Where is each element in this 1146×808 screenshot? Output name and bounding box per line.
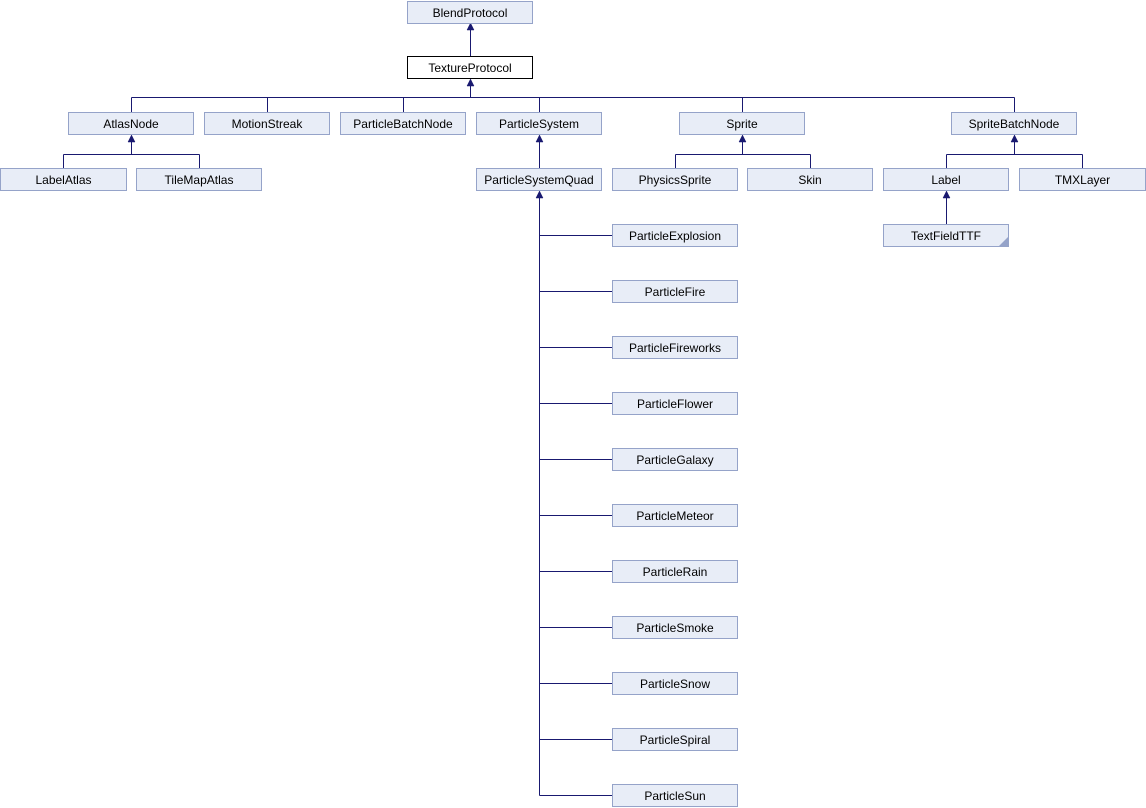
arrowhead-icon xyxy=(942,190,951,199)
class-node-label: ParticleSun xyxy=(644,788,706,803)
class-node-particlesystem[interactable]: ParticleSystem xyxy=(476,112,602,135)
class-node-motionstreak[interactable]: MotionStreak xyxy=(204,112,330,135)
arrowhead-icon xyxy=(535,190,544,199)
class-node-particlesun[interactable]: ParticleSun xyxy=(612,784,738,807)
class-node-particlesnow[interactable]: ParticleSnow xyxy=(612,672,738,695)
class-node-labelatlas[interactable]: LabelAtlas xyxy=(0,168,127,191)
edge-textureprotocol-blendprotocol xyxy=(466,22,475,56)
class-node-label: ParticleExplosion xyxy=(628,228,722,243)
class-node-label: ParticleFire xyxy=(644,284,706,299)
class-node-particleexplosion[interactable]: ParticleExplosion xyxy=(612,224,738,247)
class-node-label: ParticleFlower xyxy=(636,396,714,411)
class-node-label: TileMapAtlas xyxy=(164,172,234,187)
class-node-label: LabelAtlas xyxy=(35,172,92,187)
edge-spritebatchnode-children xyxy=(946,134,1083,168)
class-node-label: ParticleSnow xyxy=(639,676,711,691)
arrowhead-icon xyxy=(466,78,475,87)
class-node-atlasnode[interactable]: AtlasNode xyxy=(68,112,194,135)
edge-atlasnode-children xyxy=(63,134,200,168)
class-node-label: AtlasNode xyxy=(103,116,159,131)
arrowhead-icon xyxy=(127,134,136,143)
class-node-particlefire[interactable]: ParticleFire xyxy=(612,280,738,303)
class-node-skin[interactable]: Skin xyxy=(747,168,873,191)
class-node-label: ParticleBatchNode xyxy=(353,116,453,131)
class-node-label: Label xyxy=(931,172,961,187)
class-node-label: ParticleSmoke xyxy=(636,620,714,635)
class-node-textfieldttf[interactable]: TextFieldTTF xyxy=(883,224,1009,247)
class-node-label: Sprite xyxy=(726,116,758,131)
class-node-label: Skin xyxy=(798,172,822,187)
arrowhead-icon xyxy=(738,134,747,143)
class-node-label: SpriteBatchNode xyxy=(968,116,1060,131)
class-node-spritebatchnode[interactable]: SpriteBatchNode xyxy=(951,112,1077,135)
edge-particlesystem-particlesystemquad xyxy=(535,134,544,168)
class-node-label: ParticleSystem xyxy=(498,116,580,131)
class-node-label: ParticleMeteor xyxy=(636,508,714,523)
class-node-particlemeteor[interactable]: ParticleMeteor xyxy=(612,504,738,527)
class-node-particlesystemquad[interactable]: ParticleSystemQuad xyxy=(476,168,602,191)
class-node-blendprotocol[interactable]: BlendProtocol xyxy=(407,1,533,24)
class-node-tmxlayer[interactable]: TMXLayer xyxy=(1019,168,1146,191)
class-node-textureprotocol: TextureProtocol xyxy=(407,56,533,79)
class-node-label[interactable]: Label xyxy=(883,168,1009,191)
class-node-label: ParticleFireworks xyxy=(628,340,721,355)
arrowhead-icon xyxy=(466,22,475,31)
edge-textureprotocol-children-bus xyxy=(131,78,1015,112)
class-node-label: ParticleGalaxy xyxy=(636,452,714,467)
class-node-tilemapatlas[interactable]: TileMapAtlas xyxy=(136,168,262,191)
class-node-label: TMXLayer xyxy=(1054,172,1111,187)
edge-sprite-children xyxy=(675,134,811,168)
class-node-label: ParticleSpiral xyxy=(639,732,711,747)
class-node-label: PhysicsSprite xyxy=(638,172,712,187)
class-node-label: BlendProtocol xyxy=(432,5,508,20)
class-node-particleflower[interactable]: ParticleFlower xyxy=(612,392,738,415)
class-node-particlefireworks[interactable]: ParticleFireworks xyxy=(612,336,738,359)
class-node-particlegalaxy[interactable]: ParticleGalaxy xyxy=(612,448,738,471)
truncation-corner-icon xyxy=(999,237,1008,246)
class-node-label: TextureProtocol xyxy=(428,60,512,75)
class-node-particlesmoke[interactable]: ParticleSmoke xyxy=(612,616,738,639)
class-node-label: ParticleSystemQuad xyxy=(484,172,594,187)
class-node-particlebatchnode[interactable]: ParticleBatchNode xyxy=(340,112,466,135)
class-node-particlerain[interactable]: ParticleRain xyxy=(612,560,738,583)
edge-particlesystemquad-descendants-trunk xyxy=(535,190,612,796)
class-node-label: TextFieldTTF xyxy=(910,228,981,243)
arrowhead-icon xyxy=(535,134,544,143)
arrowhead-icon xyxy=(1010,134,1019,143)
edge-label-textfieldttf xyxy=(942,190,951,224)
class-node-label: ParticleRain xyxy=(642,564,708,579)
class-node-sprite[interactable]: Sprite xyxy=(679,112,805,135)
class-node-physicssprite[interactable]: PhysicsSprite xyxy=(612,168,738,191)
class-node-label: MotionStreak xyxy=(231,116,303,131)
class-node-particlespiral[interactable]: ParticleSpiral xyxy=(612,728,738,751)
